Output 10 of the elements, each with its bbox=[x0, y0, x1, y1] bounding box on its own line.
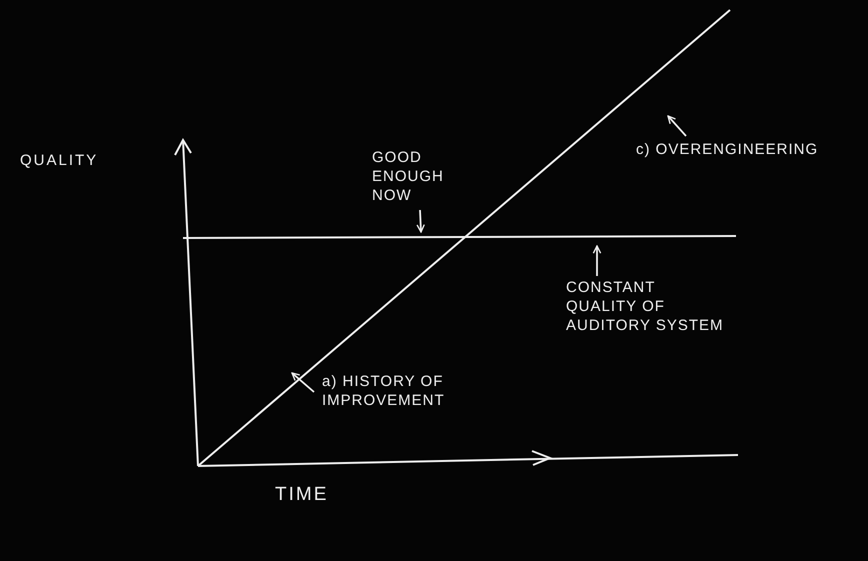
leader-arrow bbox=[667, 115, 687, 137]
annotation-text: CONSTANT QUALITY OF AUDITORY SYSTEM bbox=[566, 278, 726, 335]
axis-label: TIME bbox=[275, 484, 328, 506]
annotation-text: c) OVERENGINEERING bbox=[636, 140, 856, 159]
leader-arrow bbox=[291, 372, 315, 393]
annotation-text: GOOD ENOUGH NOW bbox=[372, 148, 462, 205]
leader-arrow bbox=[416, 210, 425, 233]
leader-arrow bbox=[592, 245, 602, 276]
annotation-text: a) HISTORY OF IMPROVEMENT bbox=[322, 372, 482, 410]
axis-label: QUALITY bbox=[20, 152, 98, 169]
